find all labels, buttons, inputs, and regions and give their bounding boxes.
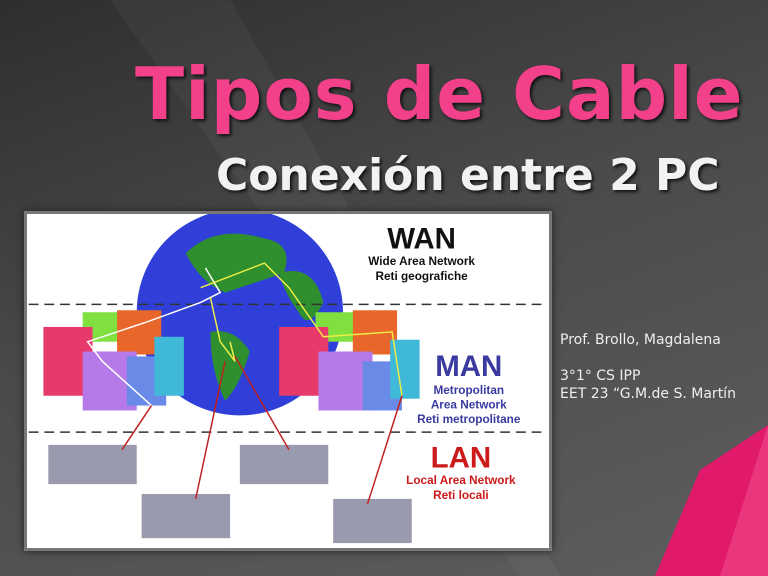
network-types-diagram: WAN Wide Area Network Reti geografiche M… xyxy=(24,209,552,551)
man-buildings-left xyxy=(43,310,184,411)
school-text: EET 23 “G.M.de S. Martín xyxy=(560,386,736,402)
wan-line1: Wide Area Network xyxy=(368,255,475,268)
course-text: 3°1° CS IPP xyxy=(560,368,641,384)
man-heading: MAN xyxy=(435,350,502,383)
man-line3: Reti metropolitane xyxy=(417,413,521,426)
author-text: Prof. Brollo, Magdalena xyxy=(560,332,721,348)
man-line1: Metropolitan xyxy=(433,384,504,397)
lan-line1: Local Area Network xyxy=(406,474,516,487)
slide-title: Tipos de Cable xyxy=(135,52,744,136)
lan-buildings xyxy=(48,444,412,544)
lan-heading: LAN xyxy=(431,441,492,474)
slide-subtitle: Conexión entre 2 PC xyxy=(216,150,720,201)
wan-line2: Reti geografiche xyxy=(376,270,469,283)
wan-heading: WAN xyxy=(387,222,456,255)
man-buildings-right xyxy=(279,310,420,411)
info-block: Prof. Brollo, Magdalena 3°1° CS IPP EET … xyxy=(560,331,736,403)
lan-line2: Reti locali xyxy=(433,489,489,502)
man-line2: Area Network xyxy=(431,399,507,412)
